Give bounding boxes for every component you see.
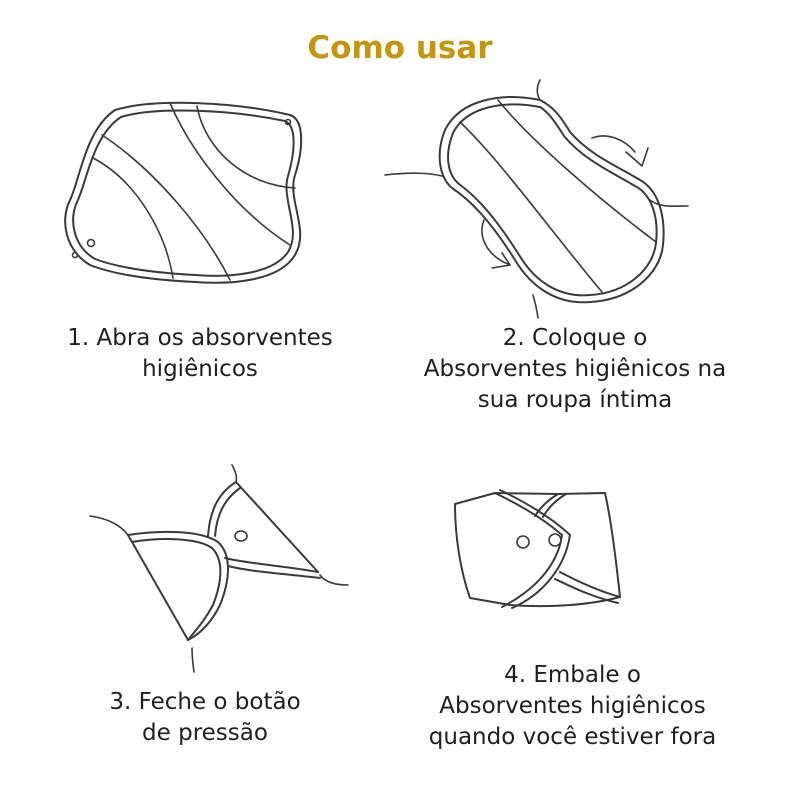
place-pad-on-underwear-icon — [380, 70, 690, 320]
step-3-line-2: de pressão — [142, 720, 268, 746]
step-2-line-2: Absorventes higiênicos na — [423, 356, 727, 382]
page-title: Como usar — [307, 30, 493, 66]
step-2-line-1: 2. Coloque o — [502, 325, 648, 351]
step-1-line-1: 1. Abra os absorventes — [67, 325, 333, 351]
step-1-caption: 1. Abra os absorventes higiênicos — [40, 323, 360, 385]
step-2-caption: 2. Coloque o Absorventes higiênicos na s… — [400, 323, 750, 416]
step-2-line-3: sua roupa íntima — [477, 387, 673, 413]
open-pad-icon — [55, 90, 315, 290]
step-3-line-1: 3. Feche o botão — [109, 689, 301, 715]
step-4-line-3: quando você estiver fora — [428, 724, 717, 750]
step-4-line-1: 4. Embale o — [504, 662, 641, 688]
close-snap-button-icon — [80, 460, 350, 680]
step-4-caption: 4. Embale o Absorventes higiênicos quand… — [400, 660, 745, 753]
step-4-line-2: Absorventes higiênicos — [439, 693, 706, 719]
folded-pad-icon — [440, 480, 640, 620]
step-1-line-2: higiênicos — [142, 356, 258, 382]
step-3-caption: 3. Feche o botão de pressão — [60, 687, 350, 749]
